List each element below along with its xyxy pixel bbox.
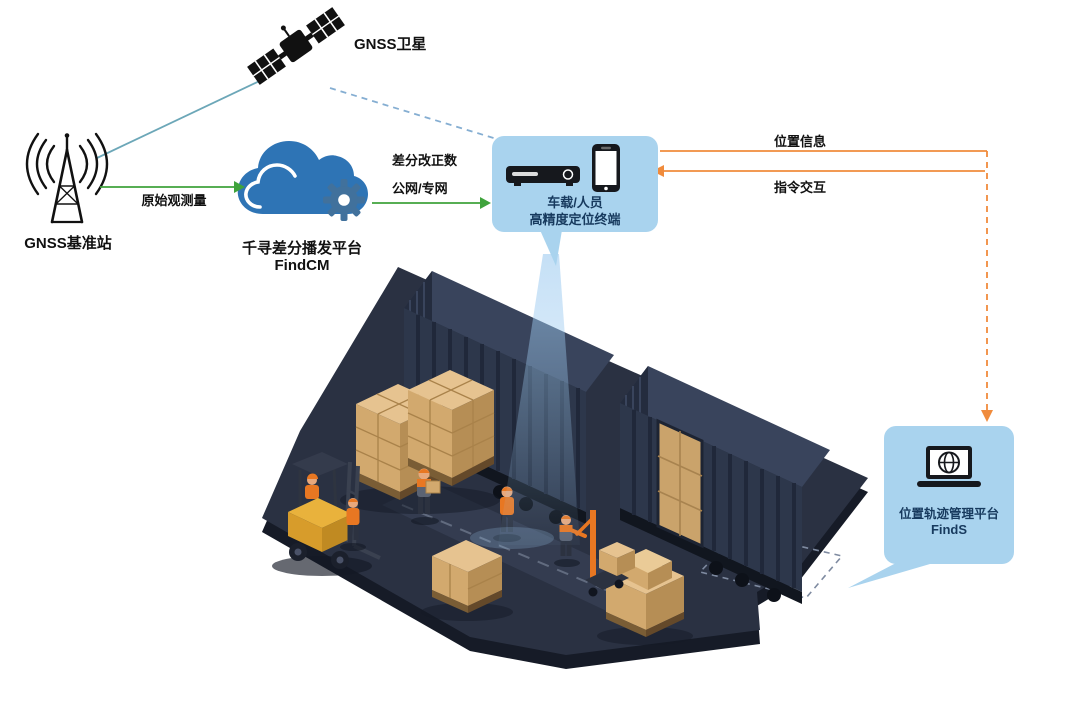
pallet-stack <box>340 370 500 514</box>
cloud-platform-sub: FindCM <box>274 257 330 274</box>
satellite-icon <box>247 7 345 85</box>
positioning-beam <box>470 254 580 549</box>
satellite-terminal-link <box>329 87 501 141</box>
cloud-platform-name: 千寻差分播发平台 <box>241 240 362 257</box>
finds-label-2: FindS <box>930 522 968 537</box>
base-station-label: GNSS基准站 <box>24 235 112 252</box>
worker <box>411 468 441 525</box>
raw-observation-label: 原始观测量 <box>141 193 207 208</box>
antenna-tower-icon <box>25 132 109 224</box>
command-line <box>652 165 985 177</box>
satellite-label: GNSS卫星 <box>354 36 427 53</box>
correction-arrow <box>372 197 491 209</box>
terminal-label-2: 高精度定位终端 <box>529 212 621 227</box>
correction-label-1: 差分改正数 <box>392 153 458 168</box>
command-label: 指令交互 <box>773 180 826 195</box>
position-info-line <box>660 150 993 422</box>
finds-label-1: 位置轨迹管理平台 <box>898 507 999 521</box>
receiver-icon <box>506 166 580 186</box>
satellite-base-link <box>96 75 271 159</box>
terminal-bubble <box>492 136 658 266</box>
gear-icon <box>323 179 365 221</box>
container <box>620 366 830 604</box>
finds-bubble <box>848 426 1014 588</box>
phone-icon <box>592 144 620 192</box>
correction-label-2: 公网/专网 <box>392 181 448 196</box>
raw-observation-arrow <box>100 181 245 193</box>
worker <box>340 498 366 551</box>
terminal-label-1: 车载/人员 <box>547 195 603 210</box>
pallet <box>421 540 513 621</box>
pallet-stacker <box>575 510 635 597</box>
laptop-globe-icon <box>917 446 981 487</box>
position-info-label: 位置信息 <box>773 134 826 149</box>
